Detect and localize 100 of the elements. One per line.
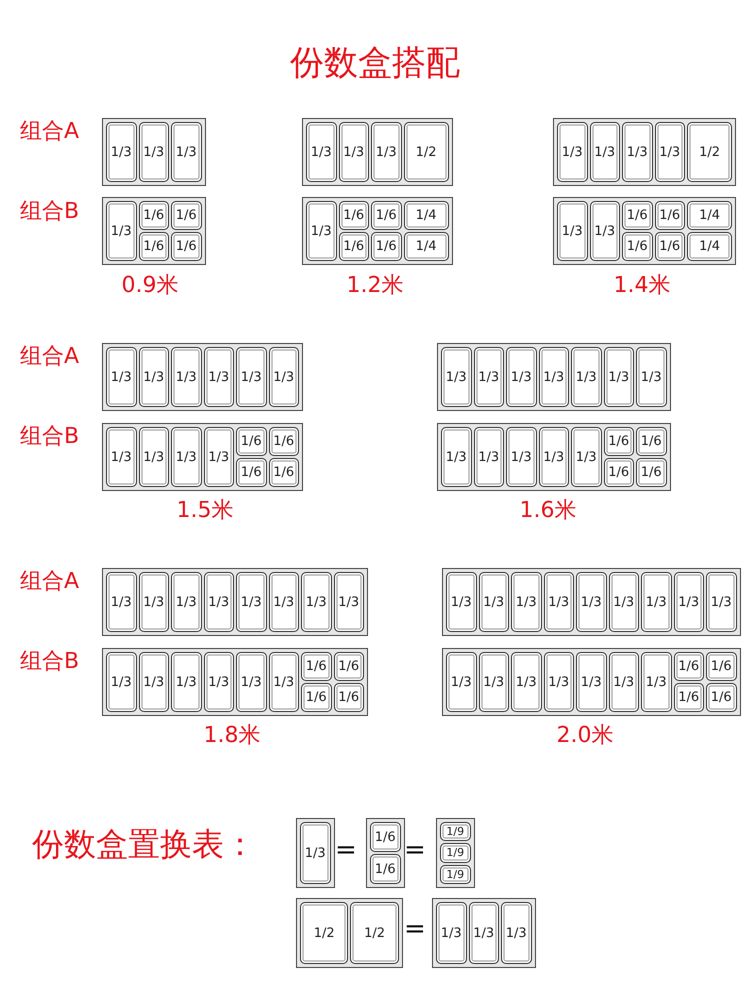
food-pan: 1/6 (674, 683, 704, 712)
food-pan: 1/3 (608, 572, 639, 632)
food-pan: 1/3 (576, 652, 606, 712)
food-pan: 1/3 (622, 122, 652, 182)
food-pan: 1/6 (268, 427, 299, 456)
tray-frame (553, 118, 736, 186)
tray-frame (296, 898, 403, 968)
food-pan: 1/6 (654, 201, 685, 230)
tray-frame (432, 898, 536, 968)
food-pan: 1/3 (590, 122, 620, 182)
food-pan: 1/3 (106, 201, 136, 261)
size-label: 1.8米 (204, 722, 260, 750)
food-pan: 1/3 (204, 347, 234, 407)
food-pan: 1/2 (300, 902, 348, 964)
food-pan: 1/3 (674, 572, 704, 632)
food-pan: 1/3 (557, 201, 588, 261)
combo-label: 组合A (20, 118, 80, 146)
food-pan: 1/4 (687, 232, 732, 261)
food-pan: 1/3 (636, 347, 666, 407)
food-pan: 1/3 (171, 347, 202, 407)
size-label: 1.5米 (176, 497, 234, 525)
equals-sign: = (404, 835, 426, 865)
section-heading: 份数盒置换表： (32, 824, 256, 865)
food-pan: 1/3 (106, 122, 136, 182)
food-pan: 1/6 (604, 427, 634, 456)
tray-frame (553, 197, 736, 265)
food-pan: 1/3 (236, 652, 266, 712)
food-pan: 1/3 (446, 572, 476, 632)
food-pan: 1/6 (301, 652, 332, 681)
food-pan: 1/3 (571, 427, 602, 487)
food-pan: 1/3 (306, 201, 336, 261)
food-pan: 1/3 (557, 122, 588, 182)
equals-sign: = (404, 914, 426, 944)
food-pan: 1/3 (204, 572, 234, 632)
food-pan: 1/3 (478, 652, 509, 712)
food-pan: 1/6 (622, 232, 652, 261)
food-pan: 1/3 (171, 122, 202, 182)
food-pan: 1/9 (440, 864, 470, 884)
food-pan: 1/6 (171, 201, 202, 230)
food-pan: 1/3 (474, 347, 504, 407)
food-pan: 1/3 (641, 652, 672, 712)
tray-frame (437, 423, 670, 491)
food-pan: 1/6 (236, 427, 266, 456)
food-pan: 1/6 (654, 232, 685, 261)
food-pan: 1/9 (440, 843, 470, 863)
food-pan: 1/3 (706, 572, 736, 632)
tray-frame (102, 568, 368, 636)
food-pan: 1/3 (371, 122, 402, 182)
tray-frame (436, 818, 474, 888)
food-pan: 1/3 (334, 572, 364, 632)
food-pan: 1/6 (674, 652, 704, 681)
food-pan: 1/6 (338, 232, 369, 261)
size-label: 1.6米 (520, 497, 576, 525)
size-label: 2.0米 (556, 722, 614, 750)
food-pan: 1/3 (641, 572, 672, 632)
food-pan: 1/3 (511, 572, 542, 632)
food-pan: 1/3 (604, 347, 634, 407)
food-pan: 1/6 (334, 652, 364, 681)
food-pan: 1/3 (171, 572, 202, 632)
food-pan: 1/6 (268, 458, 299, 487)
food-pan: 1/3 (511, 652, 542, 712)
food-pan: 1/3 (446, 652, 476, 712)
combo-label: 组合A (20, 568, 80, 596)
food-pan: 1/3 (571, 347, 602, 407)
food-pan: 1/3 (138, 122, 169, 182)
food-pan: 1/4 (404, 232, 449, 261)
food-pan: 1/2 (687, 122, 732, 182)
food-pan: 1/4 (404, 201, 449, 230)
food-pan: 1/3 (538, 427, 569, 487)
food-pan: 1/3 (106, 572, 136, 632)
tray-frame (442, 568, 740, 636)
food-pan: 1/3 (538, 347, 569, 407)
food-pan: 1/3 (576, 572, 606, 632)
food-pan: 1/9 (440, 822, 470, 842)
combo-label: 组合B (20, 648, 80, 676)
food-pan: 1/3 (268, 572, 299, 632)
food-pan: 1/3 (106, 427, 136, 487)
food-pan: 1/6 (371, 201, 402, 230)
tray-frame (302, 118, 453, 186)
food-pan: 1/3 (506, 347, 536, 407)
food-pan: 1/3 (106, 652, 136, 712)
food-pan: 1/2 (350, 902, 399, 964)
food-pan: 1/6 (171, 232, 202, 261)
food-pan: 1/3 (436, 902, 466, 964)
food-pan: 1/3 (106, 347, 136, 407)
food-pan: 1/3 (204, 652, 234, 712)
food-pan: 1/3 (138, 572, 169, 632)
food-pan: 1/3 (441, 347, 472, 407)
size-label: 1.4米 (614, 272, 670, 300)
tray-frame (102, 343, 303, 411)
food-pan: 1/3 (506, 427, 536, 487)
food-pan: 1/3 (338, 122, 369, 182)
food-pan: 1/6 (138, 232, 169, 261)
food-pan: 1/6 (622, 201, 652, 230)
food-pan: 1/3 (608, 652, 639, 712)
food-pan: 1/3 (441, 427, 472, 487)
food-pan: 1/3 (654, 122, 685, 182)
tray-frame (102, 197, 206, 265)
food-pan: 1/6 (706, 652, 736, 681)
combo-label: 组合B (20, 423, 80, 451)
